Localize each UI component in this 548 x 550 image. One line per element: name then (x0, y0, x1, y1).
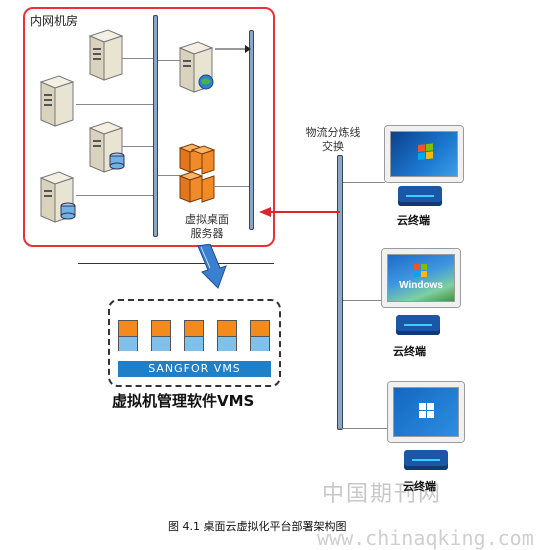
web-server-icon (178, 41, 214, 93)
thin-client-icon (398, 186, 442, 206)
terminal-label: 云终端 (403, 480, 436, 493)
vdesk-server-label-line2: 服务器 (190, 227, 224, 240)
vm-icon (118, 320, 138, 351)
svg-text:Windows: Windows (399, 280, 443, 291)
monitor-icon: Windows (382, 249, 460, 307)
terminal-label: 云终端 (397, 214, 430, 227)
windows-logo-icon (418, 143, 433, 160)
switch-label-line2: 交换 (322, 140, 344, 153)
terminal-label: 云终端 (393, 345, 426, 358)
core-backbone-bar (153, 15, 158, 237)
monitor-icon (388, 382, 464, 442)
connection-arrow (259, 207, 340, 217)
thin-client-icon (396, 315, 440, 335)
vdesk-server-label-line1: 虚拟桌面 (185, 213, 229, 226)
link-line (158, 175, 180, 176)
vdesk-server-icon (178, 143, 216, 203)
vms-title: 虚拟机管理软件VMS (112, 392, 255, 410)
link-line (158, 60, 180, 61)
divider-line (78, 263, 274, 264)
windows-10-logo-icon (419, 403, 434, 418)
link-line (76, 104, 153, 105)
link-line (120, 146, 153, 147)
server-room-label: 内网机房 (30, 14, 79, 28)
monitor-icon (385, 126, 463, 182)
link-line (339, 428, 389, 429)
switch-label-line1: 物流分炼线 (305, 126, 361, 139)
vm-icon (250, 320, 270, 351)
vms-container (108, 299, 281, 387)
link-line (215, 186, 249, 187)
vm-icon (184, 320, 204, 351)
link-line (343, 182, 385, 183)
watermark: 中国期刊网 (322, 482, 443, 507)
thin-client-icon (404, 450, 448, 470)
link-line (343, 300, 385, 301)
link-line (122, 58, 153, 59)
figure-caption: 图 4.1 桌面云虚拟化平台部署架构图 (168, 520, 347, 533)
storage-server-icon (88, 121, 125, 173)
switch-label: 物流分炼线 交换 (303, 126, 363, 154)
vm-icon (217, 320, 237, 351)
deploy-arrow-icon (197, 244, 227, 289)
vdesk-server-label: 虚拟桌面 服务器 (176, 213, 238, 241)
server-backbone-bar (249, 30, 254, 230)
server-icon (39, 75, 75, 127)
server-icon (88, 29, 124, 81)
vm-icon (151, 320, 171, 351)
arrow-to-backbone (215, 45, 251, 53)
watermark-url: www.chinaqking.com (317, 526, 534, 550)
windows-xp-logo-icon: Windows (399, 264, 443, 291)
storage-server-icon (39, 171, 76, 223)
link-line (76, 195, 153, 196)
vms-brand-strip: SANGFOR VMS (118, 361, 271, 377)
switch-bar (337, 155, 343, 430)
